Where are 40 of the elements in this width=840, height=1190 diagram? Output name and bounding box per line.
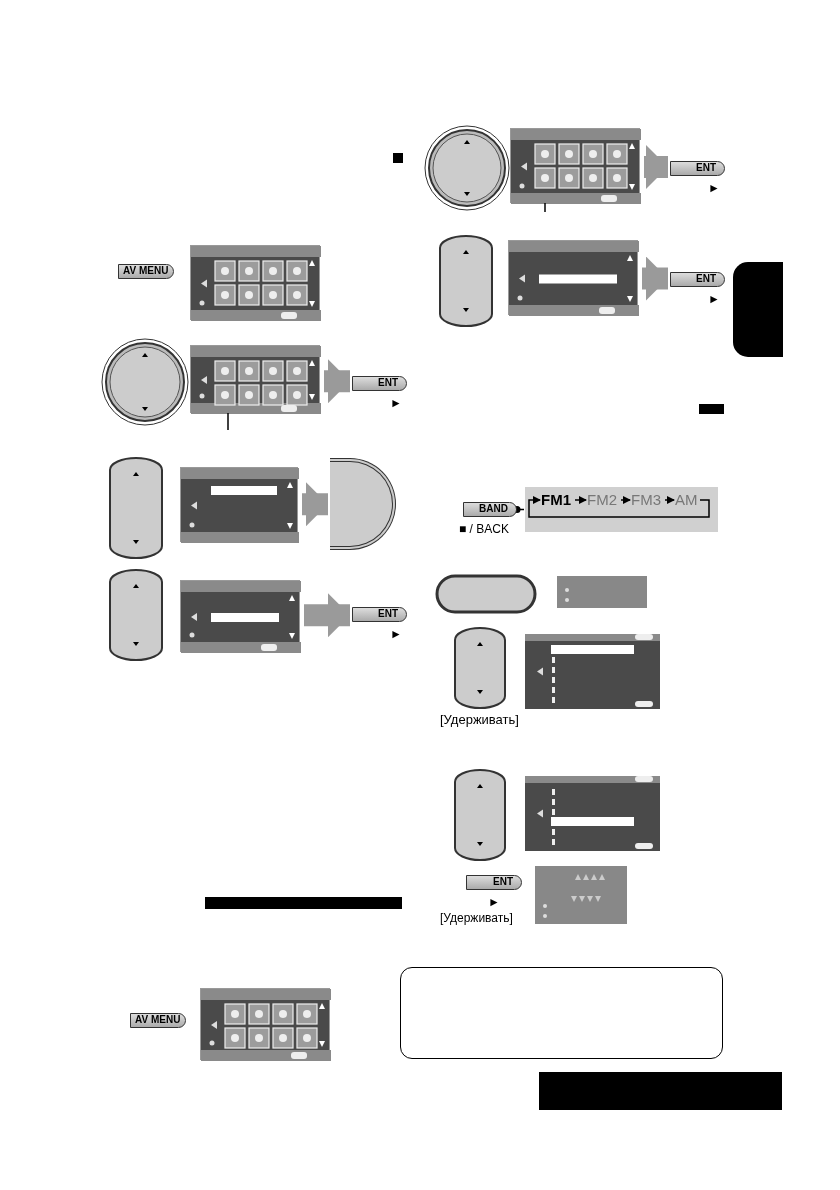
button-caption: ►	[390, 627, 402, 641]
push-button: ENT	[466, 875, 522, 890]
process-arrow	[324, 359, 350, 404]
process-arrow	[304, 593, 350, 638]
button-caption: ►	[708, 292, 720, 306]
connector	[528, 496, 710, 518]
menu-screen	[508, 240, 638, 315]
button-caption: ►	[390, 396, 402, 410]
band-label: FM1	[541, 491, 571, 509]
menu-screen	[510, 128, 640, 203]
connector	[664, 496, 675, 504]
note-box	[400, 967, 723, 1059]
push-button: ENT	[352, 607, 407, 622]
process-arrow	[644, 145, 668, 189]
button-caption: ■ / BACK	[459, 522, 509, 536]
menu-screen	[180, 580, 300, 652]
menu-screen	[190, 345, 320, 413]
connector	[620, 496, 631, 504]
band-panel	[525, 487, 718, 532]
push-button: ENT	[670, 161, 725, 176]
process-arrow	[642, 256, 668, 301]
connector	[574, 496, 587, 504]
menu-screen	[180, 467, 298, 542]
band-label: AM	[675, 491, 698, 509]
push-button: AV MENU	[118, 264, 174, 279]
control-dial	[330, 458, 396, 550]
push-button: BAND	[463, 502, 517, 517]
menu-screen	[190, 245, 320, 320]
menu-screen	[200, 988, 330, 1060]
button-caption: ►	[708, 181, 720, 195]
push-button: AV MENU	[130, 1013, 186, 1028]
band-label: FM2	[587, 491, 617, 509]
hold-note: [Удерживать]	[440, 911, 513, 925]
process-arrow	[302, 482, 328, 527]
push-button: ENT	[670, 272, 725, 287]
push-button: ENT	[352, 376, 407, 391]
hold-note: [Удерживать]	[440, 712, 519, 727]
band-label: FM3	[631, 491, 661, 509]
button-caption: ►	[488, 895, 500, 909]
side-tab	[733, 262, 783, 357]
